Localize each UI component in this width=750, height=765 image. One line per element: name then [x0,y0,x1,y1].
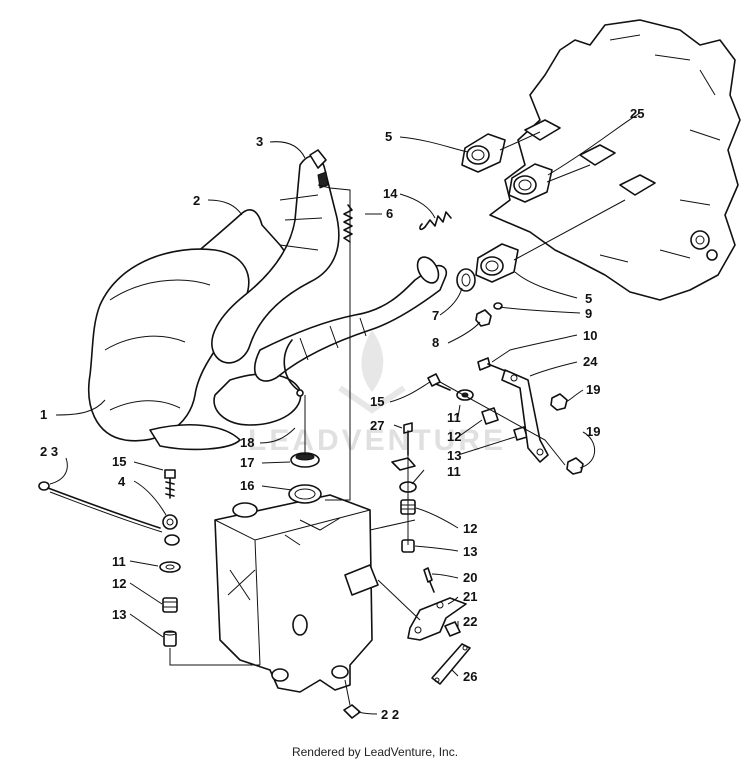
callout-6: 6 [386,206,393,221]
bracket-21 [407,597,467,641]
callout-22-lower: 2 2 [381,707,399,722]
clip-lower [391,457,416,471]
callout-25: 25 [630,106,644,121]
clip-22-lower [343,704,361,719]
callout-11-lower: 11 [447,464,461,479]
callout-12-lower: 12 [463,521,477,536]
callout-11-right: 11 [447,410,461,425]
callout-labels: 1 2 3 4 5 5 6 7 8 9 10 11 11 11 12 12 12… [40,106,644,722]
muffler-body-1 [88,248,302,451]
star-washer-4 [162,514,178,530]
callout-14: 14 [383,186,398,201]
callout-13-lower: 13 [463,544,477,559]
callout-8: 8 [432,335,439,350]
exhaust-flange-middle [508,163,591,203]
bolt-15-left [164,469,176,499]
clip-22-upper [444,621,461,637]
callout-5-lower: 5 [585,291,592,306]
render-credit: Rendered by LeadVenture, Inc. [291,745,459,759]
callout-1: 1 [40,407,47,422]
callout-16: 16 [240,478,254,493]
callout-11-left: 11 [112,554,126,569]
exhaust-pipe-3 [211,149,340,364]
washer-11-left [159,561,181,573]
nut-19-upper [550,393,568,411]
callout-13-left: 13 [112,607,126,622]
washer-small [493,302,503,310]
callout-3: 3 [256,134,263,149]
callout-9: 9 [585,306,592,321]
grommet-17 [290,452,320,468]
callout-12-left: 12 [112,576,126,591]
callout-23: 2 3 [40,444,58,459]
callout-22-upper: 22 [463,614,477,629]
leader-lines [49,112,641,715]
callout-21: 21 [463,589,477,604]
watermark-text: LEADVENTURE [248,424,506,457]
callout-15-right: 15 [370,394,384,409]
muffler-tank-16 [214,484,379,693]
callout-5-upper: 5 [385,129,392,144]
bolt-20 [423,567,435,593]
bracket-24 [501,369,549,463]
callout-7: 7 [432,308,439,323]
callout-13-right: 13 [447,448,461,463]
callout-12-right: 12 [447,429,461,444]
clamp-18 [283,339,304,397]
bolt-10 [477,357,509,373]
exhaust-flange-lower [475,199,626,283]
callout-17: 17 [240,455,254,470]
watermark-logo [338,330,406,414]
callout-15-left: 15 [112,454,126,469]
spring-6 [343,204,353,243]
grommet-12-left [162,597,178,613]
engine-block [489,19,741,301]
callout-19-lower: 19 [586,424,600,439]
callout-4: 4 [118,474,126,489]
bushing-13-left [163,630,177,647]
callout-10: 10 [583,328,597,343]
cable-23 [38,481,180,546]
spring-14 [419,211,452,231]
callout-20: 20 [463,570,477,585]
grommet-12-right [481,407,499,425]
callout-19-upper: 19 [586,382,600,397]
callout-2: 2 [193,193,200,208]
callout-27: 27 [370,418,384,433]
assembly-lines [169,184,566,706]
nut-19-lower [566,457,584,475]
bolt-15-right [427,373,451,391]
callout-18: 18 [240,435,254,450]
callout-26: 26 [463,669,477,684]
gasket [456,268,476,292]
callout-24: 24 [583,354,598,369]
exhaust-flange-upper [461,131,541,173]
strap-26 [431,643,471,685]
